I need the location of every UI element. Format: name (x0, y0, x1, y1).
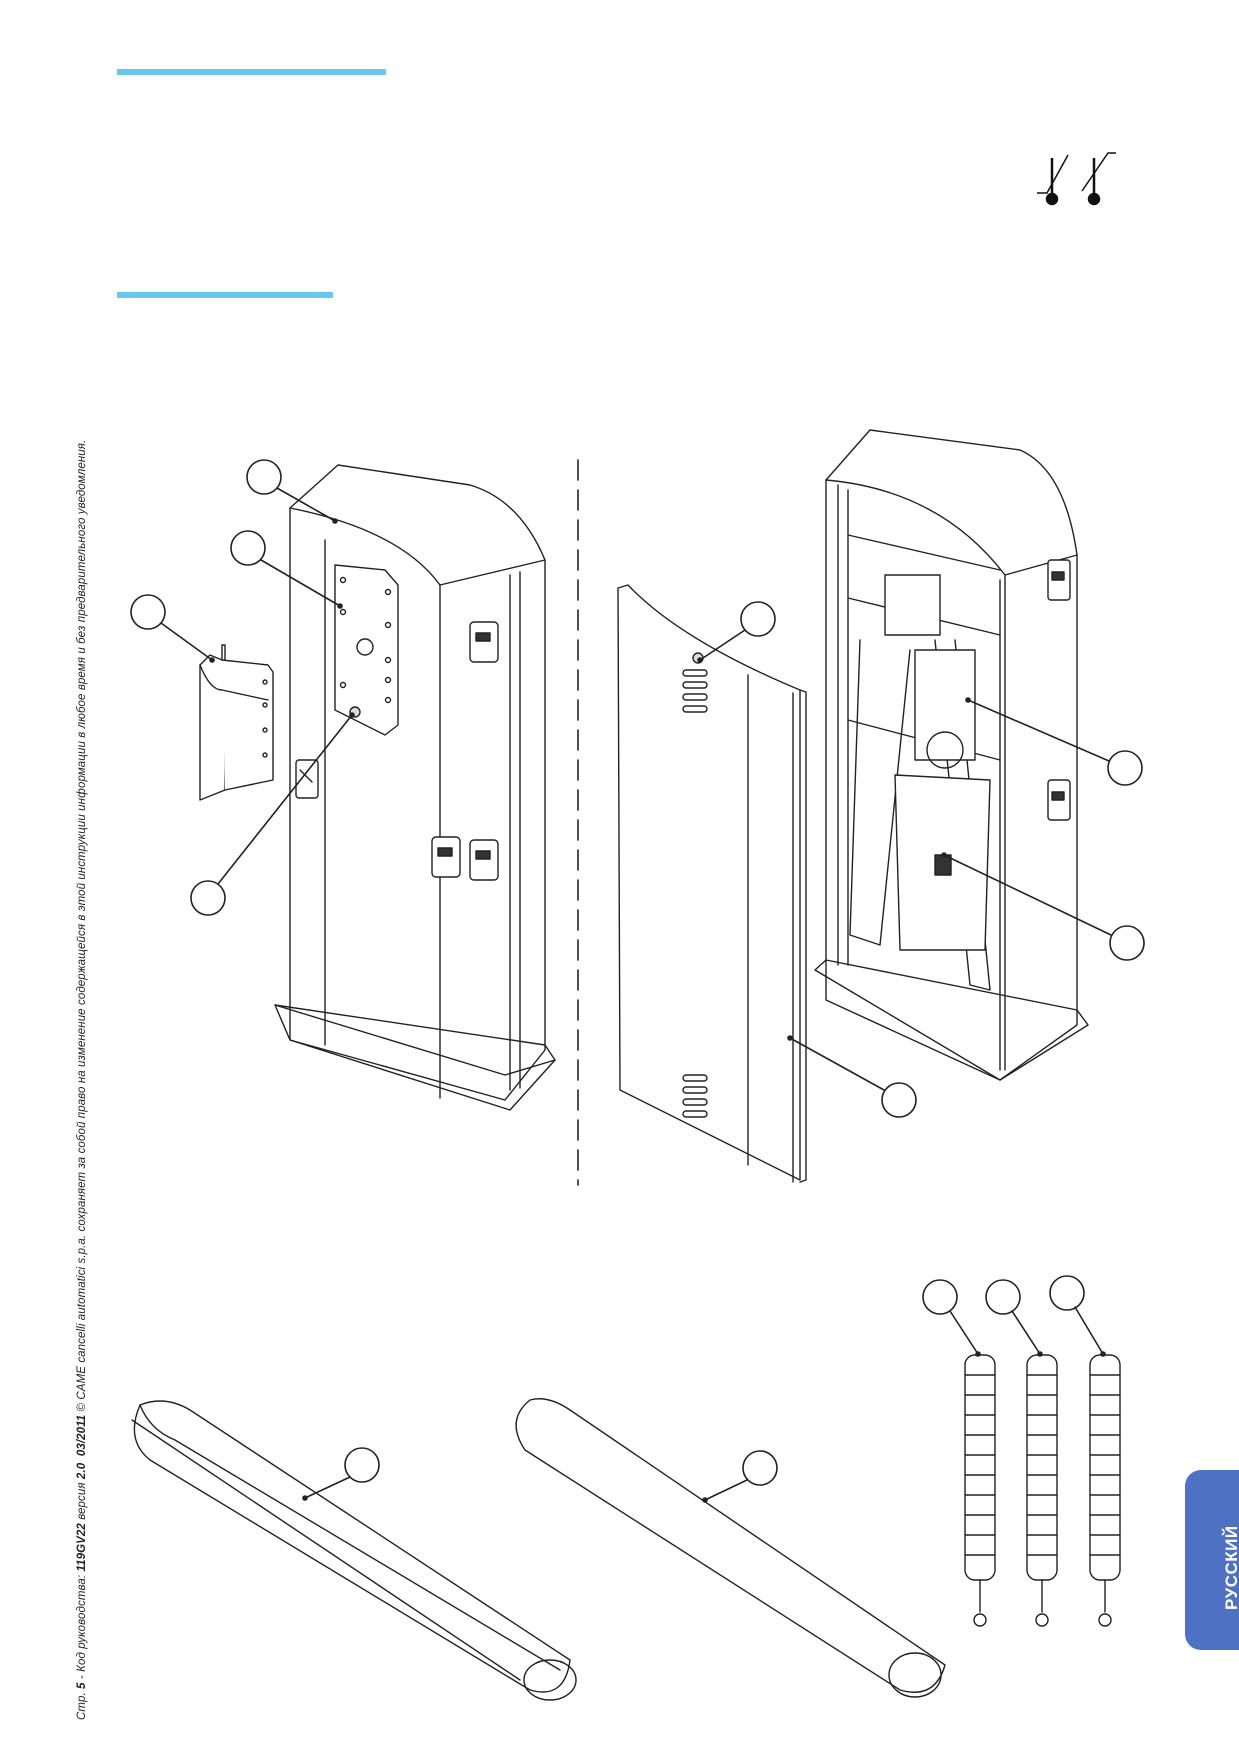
callout (985, 1279, 1043, 1357)
manual-code: 119GV22 (76, 1523, 88, 1572)
callout (246, 459, 338, 524)
callout (1049, 1275, 1106, 1357)
door-panel (617, 584, 807, 1183)
callout (190, 712, 355, 916)
thermometer-low-icon (1037, 154, 1069, 206)
boom-profile (131, 1400, 577, 1701)
footer-manual-label: - Код руководства: (76, 1571, 88, 1683)
callout (130, 594, 215, 663)
callout (965, 697, 1143, 786)
callout (697, 601, 776, 663)
footer-version-label: версия (76, 1479, 88, 1524)
section-title-bar-2 (117, 292, 333, 298)
mounting-plate (334, 564, 399, 736)
version: 2.0 (76, 1462, 88, 1480)
language-tab-label: РУССКИЙ (1222, 1525, 1239, 1610)
boom-tube (515, 1398, 946, 1698)
thermometer-icons (1037, 152, 1116, 206)
callouts (130, 459, 1145, 1503)
section-title-bar (117, 69, 386, 75)
thermometer-high-icon (1081, 152, 1116, 206)
balance-springs (964, 1354, 1121, 1627)
barrier-cabinet-open (814, 429, 1089, 1081)
language-tab[interactable] (1185, 1470, 1239, 1650)
footer-copyright: © CAME cancelli automatici s.p.a. сохран… (76, 439, 88, 1415)
barrier-cabinet-closed (274, 464, 556, 1111)
callout (702, 1450, 778, 1503)
footer-prefix: Стр. (76, 1688, 88, 1720)
footer-date: 03/2011 (76, 1414, 88, 1457)
callout (941, 852, 1145, 961)
page-number: 5 (76, 1682, 88, 1689)
callout (922, 1279, 981, 1357)
callout (302, 1447, 380, 1501)
callout (230, 530, 343, 609)
page-footer: Стр. 5 - Код руководства: 119GV22 версия… (76, 440, 88, 1720)
corner-bracket (199, 644, 274, 801)
callout (787, 1035, 917, 1118)
